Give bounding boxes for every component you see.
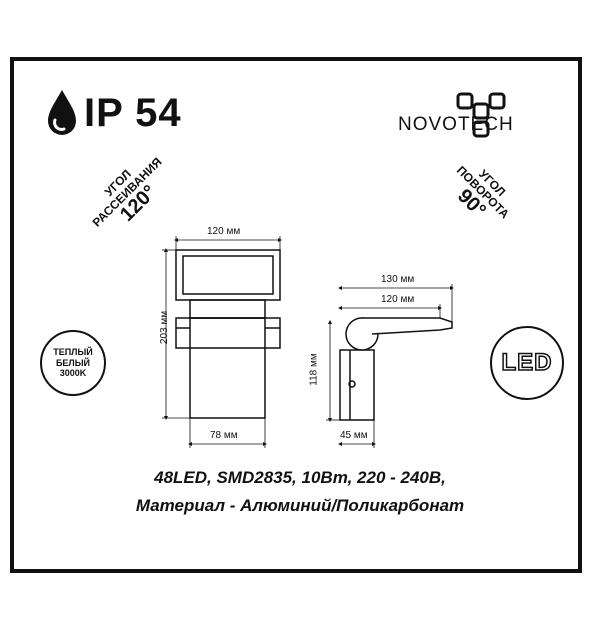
color-badge-line2: БЕЛЫЙ — [55, 357, 91, 368]
front-bottom-label: 78 мм — [210, 430, 238, 441]
brand-name: NOVOTECH — [398, 114, 514, 135]
brand-logo: NOVOTECH — [398, 92, 568, 152]
front-view-drawing — [175, 249, 281, 419]
color-badge-line1: ТЕПЛЫЙ — [53, 347, 93, 358]
ip-rating: IP 54 — [44, 88, 264, 140]
side-view-base — [339, 349, 375, 421]
logo-mark-icon — [456, 92, 506, 138]
led-badge-text: LED — [501, 348, 553, 377]
side-height-label: 118 мм — [308, 353, 320, 386]
spec-line-electrical: 48LED, SMD2835, 10Bт, 220 - 240B, — [154, 468, 446, 487]
side-top-label: 130 мм — [381, 274, 415, 285]
ip-rating-text: IP 54 — [84, 91, 182, 135]
front-dimension-lines — [162, 236, 282, 448]
front-height-label: 203 мм — [159, 310, 171, 345]
led-badge: LED — [490, 326, 564, 400]
front-view-head-inner — [182, 255, 274, 295]
color-badge-line3: 3000K — [59, 368, 87, 379]
front-view-body — [189, 317, 266, 419]
front-view-neck — [189, 299, 266, 319]
color-temperature-badge: ТЕПЛЫЙ БЕЛЫЙ 3000K — [40, 330, 106, 396]
front-view-head — [175, 249, 281, 301]
front-width-label: 120 мм — [207, 226, 241, 237]
product-card-frame — [10, 57, 582, 573]
side-bottom-label: 45 мм — [340, 430, 368, 441]
side-view-drawing — [339, 317, 453, 421]
side-view-head — [362, 317, 453, 335]
side-mid-label: 120 мм — [381, 294, 415, 305]
side-view-sensor — [348, 380, 356, 388]
side-dimension-lines — [326, 284, 454, 448]
water-drop-icon — [48, 90, 76, 135]
spec-line-material: Материал - Алюминий/Поликарбонат — [135, 496, 465, 515]
